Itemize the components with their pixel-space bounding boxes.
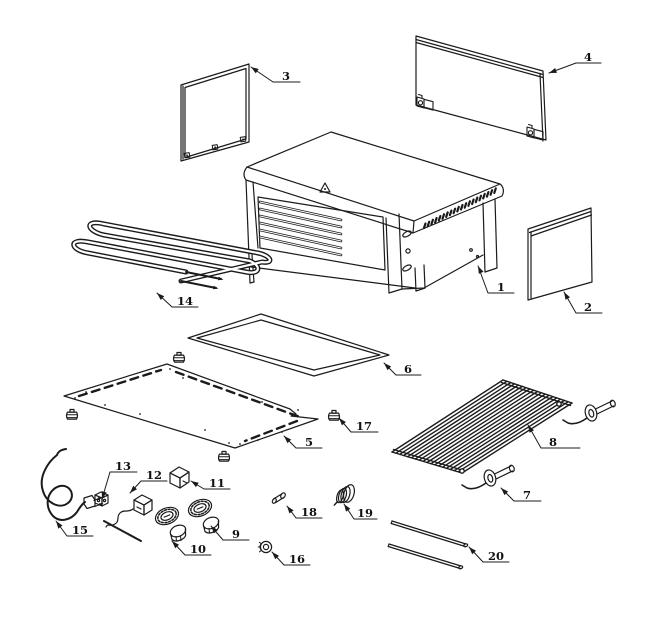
part-label-3: 3	[282, 69, 290, 83]
callout-8: 8	[525, 423, 581, 449]
callout-17: 17	[336, 415, 379, 433]
part-label-12: 12	[146, 468, 162, 482]
warning-triangle-icon	[319, 182, 331, 193]
part-foot-right	[327, 409, 341, 421]
part-back-panel	[415, 35, 547, 142]
part-foot-top	[172, 351, 186, 363]
callout-11: 11	[189, 476, 231, 490]
part-thermostat	[103, 494, 153, 542]
part-label-8: 8	[549, 435, 557, 449]
part-label-13: 13	[115, 459, 131, 473]
part-knob-right	[185, 495, 222, 534]
callout-18: 18	[284, 503, 323, 519]
part-terminal-block	[94, 491, 109, 507]
callout-16: 16	[269, 549, 311, 566]
part-wire-rack	[391, 379, 573, 474]
callout-7: 7	[498, 485, 542, 502]
callout-15: 15	[53, 518, 94, 537]
part-label-20: 20	[488, 549, 504, 563]
part-rods	[387, 520, 469, 570]
callout-6: 6	[381, 360, 422, 376]
part-indicator-lamp	[333, 484, 356, 506]
part-baking-tray	[187, 313, 390, 377]
part-label-15: 15	[72, 523, 88, 537]
part-label-11: 11	[209, 476, 225, 490]
callout-labels: 1 2 3 4 5 6 7	[53, 50, 603, 566]
part-heating-element	[71, 220, 273, 291]
callout-3: 3	[249, 64, 301, 83]
part-foot-bottom	[217, 450, 231, 462]
part-switch-box	[169, 466, 190, 489]
callout-20: 20	[466, 544, 510, 563]
part-right-side-panel	[527, 207, 593, 301]
element-terminal-pins	[180, 271, 225, 291]
part-label-9: 9	[232, 527, 240, 541]
part-knob-left	[152, 503, 189, 542]
part-label-10: 10	[190, 542, 206, 556]
part-grommet	[257, 540, 273, 554]
part-retainer-pin	[271, 492, 286, 504]
part-label-6: 6	[404, 362, 412, 376]
part-label-4: 4	[584, 50, 592, 64]
part-left-side-panel	[180, 63, 250, 162]
callout-14: 14	[154, 290, 199, 308]
callout-1: 1	[475, 264, 515, 294]
callout-13: 13	[99, 459, 138, 501]
capillary-tube	[103, 520, 142, 542]
part-label-14: 14	[177, 294, 193, 308]
part-label-19: 19	[357, 506, 373, 520]
callout-2: 2	[561, 290, 603, 314]
part-label-5: 5	[305, 435, 313, 449]
callout-4: 4	[547, 50, 602, 76]
callout-5: 5	[281, 433, 323, 449]
part-main-body	[243, 131, 504, 294]
part-bottom-panel	[63, 363, 319, 449]
part-label-16: 16	[289, 552, 305, 566]
part-label-18: 18	[301, 505, 317, 519]
callout-10: 10	[169, 538, 212, 556]
part-label-1: 1	[497, 280, 505, 294]
part-label-2: 2	[584, 300, 592, 314]
part-label-17: 17	[356, 419, 372, 433]
callout-19: 19	[341, 502, 378, 520]
callout-9: 9	[208, 523, 250, 541]
part-foot-left	[65, 408, 79, 420]
part-label-7: 7	[523, 488, 531, 502]
callout-12: 12	[127, 468, 168, 496]
part-power-cord	[40, 448, 105, 521]
